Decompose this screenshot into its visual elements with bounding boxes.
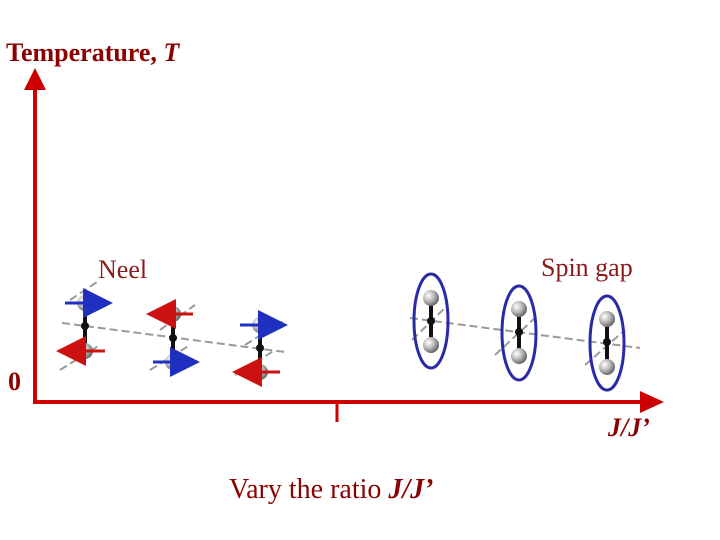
spin-gap-phase-label: Spin gap bbox=[541, 253, 633, 282]
x-axis bbox=[33, 391, 664, 413]
caption: Vary the ratio J/J’ bbox=[229, 474, 434, 505]
y-axis-label: Temperature, T bbox=[6, 38, 180, 67]
x-axis-label: J/J’ bbox=[608, 413, 650, 442]
y-axis bbox=[24, 68, 46, 402]
neel-dimer-3 bbox=[232, 310, 288, 387]
neel-phase-label: Neel bbox=[98, 255, 148, 284]
singlet-dimer-1 bbox=[412, 272, 450, 370]
origin-label: 0 bbox=[8, 367, 21, 396]
neel-dimer-1 bbox=[56, 288, 113, 366]
singlet-dimer-3 bbox=[588, 294, 626, 392]
singlet-dimer-2 bbox=[500, 284, 538, 382]
neel-dimer-2 bbox=[146, 299, 200, 377]
